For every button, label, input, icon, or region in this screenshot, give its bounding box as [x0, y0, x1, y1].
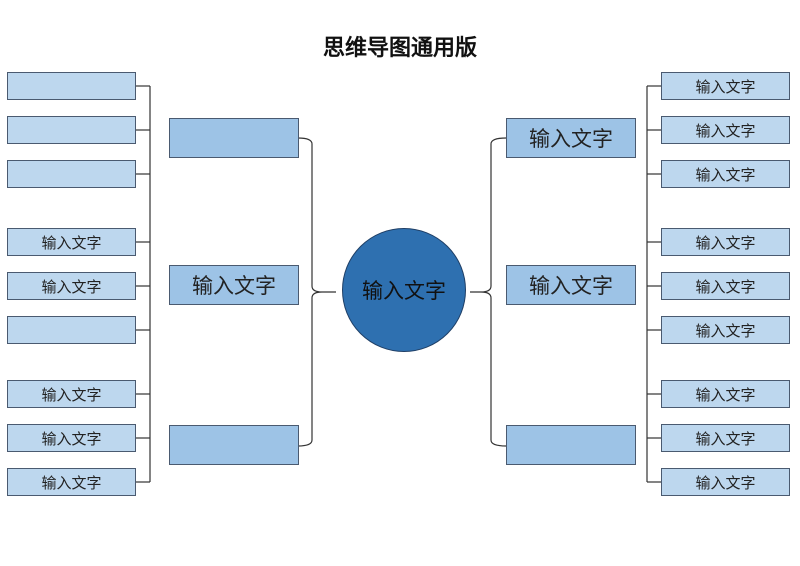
left-leaf-node[interactable]: 输入文字 — [7, 424, 136, 452]
right-leaf-node[interactable]: 输入文字 — [661, 228, 790, 256]
left-leaf-node[interactable]: 输入文字 — [7, 380, 136, 408]
right-leaf-node[interactable]: 输入文字 — [661, 424, 790, 452]
right-branch-node[interactable] — [506, 425, 636, 465]
right-leaf-node[interactable]: 输入文字 — [661, 468, 790, 496]
left-branch-node[interactable]: 输入文字 — [169, 265, 299, 305]
right-leaf-node[interactable]: 输入文字 — [661, 272, 790, 300]
left-leaf-node[interactable] — [7, 160, 136, 188]
right-branch-node[interactable]: 输入文字 — [506, 265, 636, 305]
left-brace — [297, 137, 336, 447]
left-branch-node[interactable] — [169, 425, 299, 465]
left-leaf-node[interactable] — [7, 316, 136, 344]
left-leaf-connectors — [135, 85, 150, 483]
right-leaf-connectors — [647, 85, 661, 483]
right-leaf-node[interactable]: 输入文字 — [661, 316, 790, 344]
left-branch-node[interactable] — [169, 118, 299, 158]
central-topic-node[interactable]: 输入文字 — [342, 228, 466, 352]
page-title: 思维导图通用版 — [322, 36, 477, 61]
left-leaf-node[interactable]: 输入文字 — [7, 272, 136, 300]
left-leaf-node[interactable] — [7, 72, 136, 100]
left-leaf-node[interactable]: 输入文字 — [7, 468, 136, 496]
right-leaf-node[interactable]: 输入文字 — [661, 72, 790, 100]
left-leaf-node[interactable] — [7, 116, 136, 144]
right-leaf-node[interactable]: 输入文字 — [661, 160, 790, 188]
right-leaf-node[interactable]: 输入文字 — [661, 116, 790, 144]
left-leaf-node[interactable]: 输入文字 — [7, 228, 136, 256]
right-brace — [470, 137, 507, 447]
right-leaf-node[interactable]: 输入文字 — [661, 380, 790, 408]
right-branch-node[interactable]: 输入文字 — [506, 118, 636, 158]
